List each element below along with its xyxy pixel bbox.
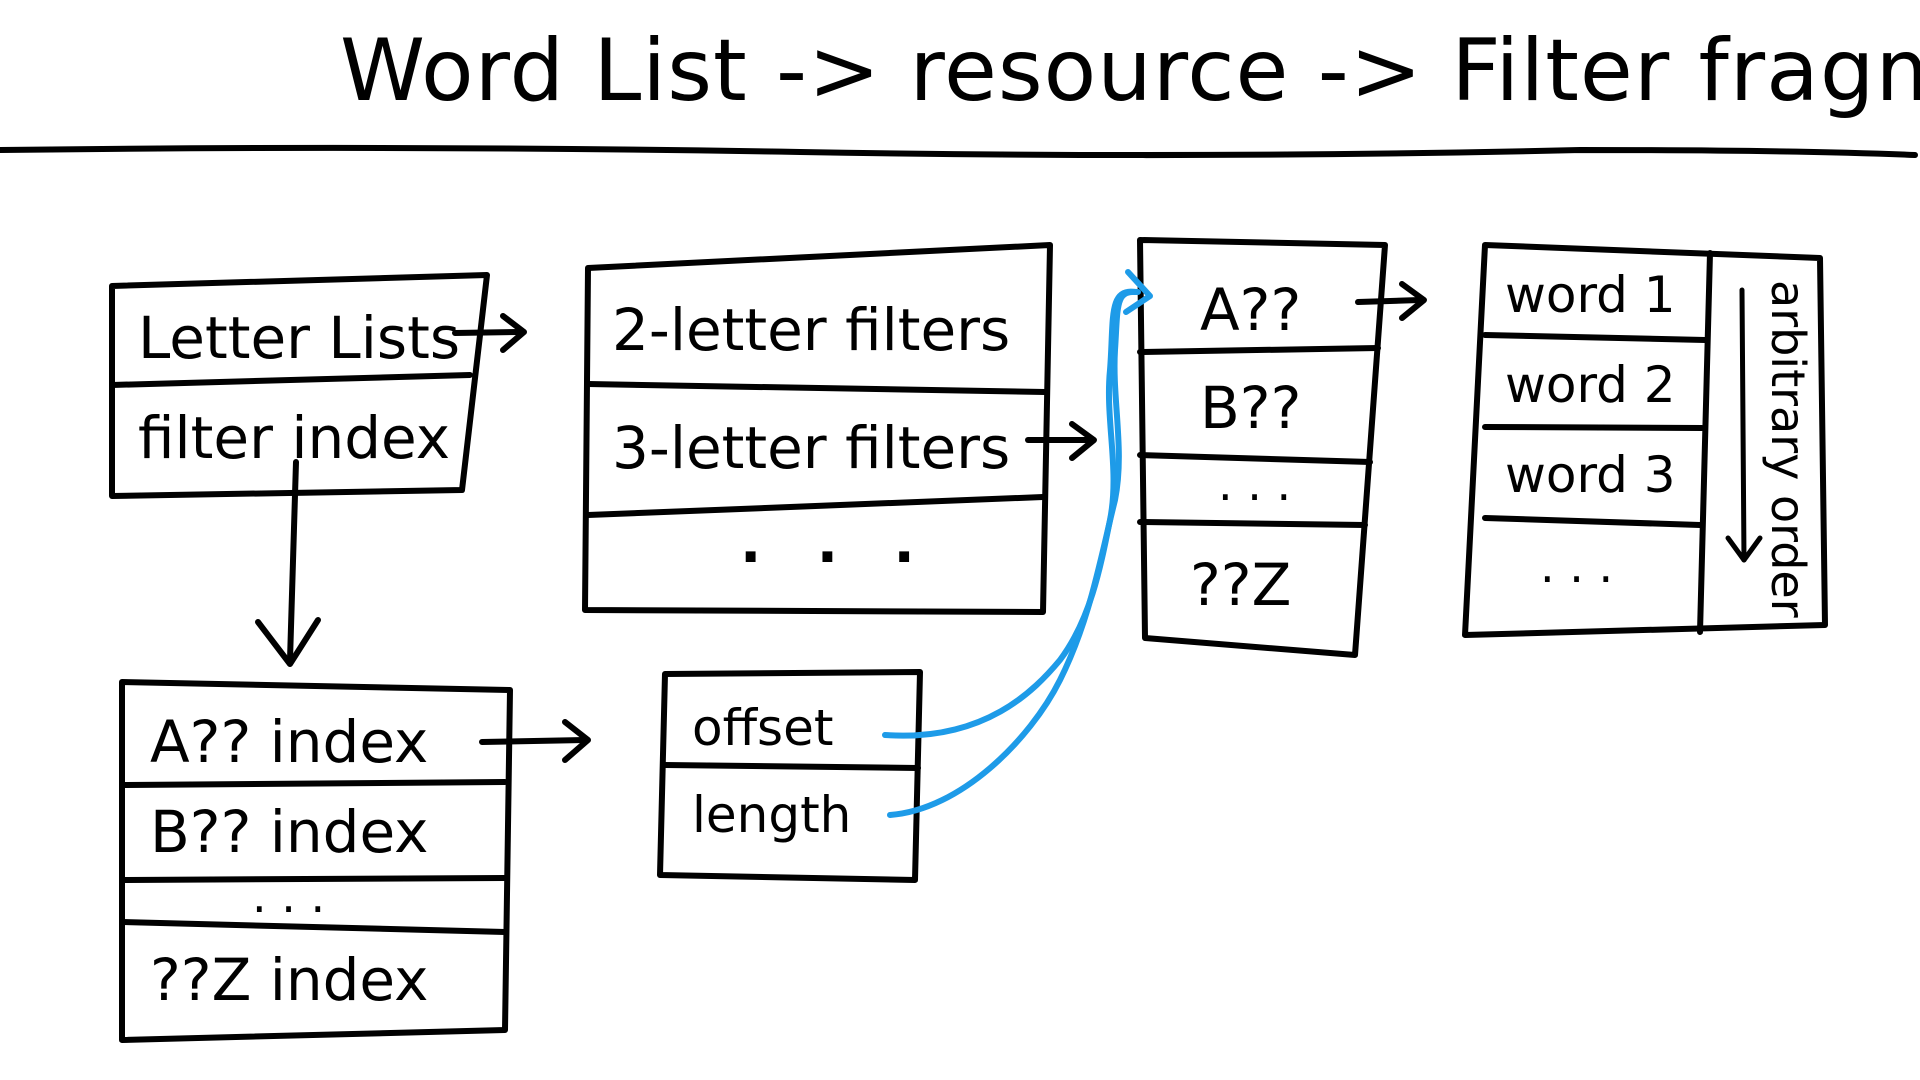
filter-index-row-a: A?? index bbox=[150, 708, 428, 776]
filter-fragments-row-z: ??Z bbox=[1190, 551, 1291, 619]
order-direction-arrow bbox=[1739, 287, 1747, 563]
resource-box: Letter Lists filter index bbox=[109, 272, 490, 499]
word-list-row-2: word 2 bbox=[1505, 356, 1676, 414]
arrow-filter-index-down bbox=[255, 459, 321, 667]
filter-fragments-box: A?? B?? . . . ??Z bbox=[1137, 237, 1388, 658]
index-entry-row-length: length bbox=[692, 786, 851, 844]
word-list-box: word 1 word 2 word 3 . . . arbitrary ord… bbox=[1462, 242, 1828, 638]
letter-lists-box: 2-letter filters 3-letter filters . . . bbox=[582, 242, 1053, 615]
word-list-row-ellipsis: . . . bbox=[1540, 539, 1613, 593]
diagram-title: Word List -> resource -> Filter fragment… bbox=[340, 21, 1920, 121]
word-list-row-1: word 1 bbox=[1505, 266, 1676, 324]
blue-pointer-arrowhead bbox=[1123, 269, 1153, 315]
filter-index-box: A?? index B?? index . . . ??Z index bbox=[119, 679, 513, 1043]
filter-fragments-row-b: B?? bbox=[1200, 374, 1301, 442]
filter-index-row-z: ??Z index bbox=[150, 946, 428, 1014]
order-direction-arrowhead bbox=[1725, 535, 1763, 563]
word-list-order-label: arbitrary order bbox=[1761, 280, 1815, 618]
title-divider-line bbox=[0, 144, 1918, 159]
letter-lists-row-ellipsis: . . . bbox=[740, 511, 933, 576]
letter-lists-row-3-letter: 3-letter filters bbox=[612, 414, 1010, 482]
arrow-letter-lists-to-filters bbox=[452, 313, 527, 353]
index-entry-box: offset length bbox=[657, 669, 923, 883]
filter-fragments-row-ellipsis: . . . bbox=[1218, 457, 1291, 511]
arrow-a-index-to-entry bbox=[479, 719, 591, 763]
filter-index-row-b: B?? index bbox=[150, 798, 428, 866]
word-list-row-3: word 3 bbox=[1505, 446, 1676, 504]
resource-row-letter-lists: Letter Lists bbox=[138, 304, 460, 372]
index-entry-row-offset: offset bbox=[692, 699, 833, 757]
arrow-3-letter-to-fragments bbox=[1025, 421, 1097, 461]
blue-pointer-length bbox=[887, 288, 1141, 818]
arrow-a-fragment-to-words bbox=[1355, 281, 1427, 321]
filter-index-row-ellipsis: . . . bbox=[252, 869, 325, 923]
letter-lists-row-2-letter: 2-letter filters bbox=[612, 296, 1010, 364]
filter-fragments-row-a: A?? bbox=[1200, 276, 1301, 344]
